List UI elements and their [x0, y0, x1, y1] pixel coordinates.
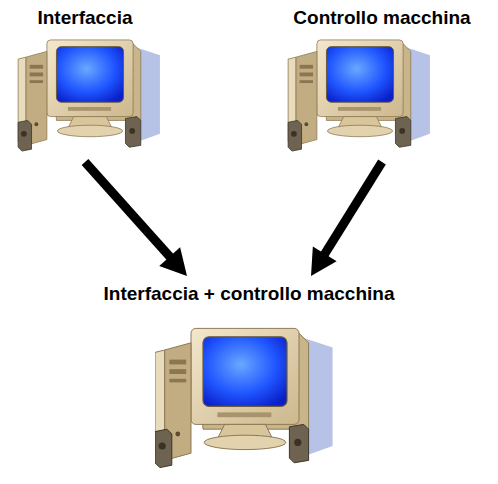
computer-node: Interfaccia + controllo macchina [20, 282, 478, 480]
node-label: Interfaccia + controllo macchina [20, 282, 478, 306]
computer-illustration [155, 318, 335, 478]
flow-arrow [85, 162, 187, 276]
computer-illustration [15, 38, 165, 153]
node-label: Controllo macchina [270, 6, 494, 30]
computer-illustration [285, 38, 435, 153]
flow-arrow [311, 162, 382, 276]
computer-node: Controllo macchina [270, 6, 494, 156]
node-label: Interfaccia [5, 6, 165, 30]
computer-node: Interfaccia [5, 6, 165, 156]
